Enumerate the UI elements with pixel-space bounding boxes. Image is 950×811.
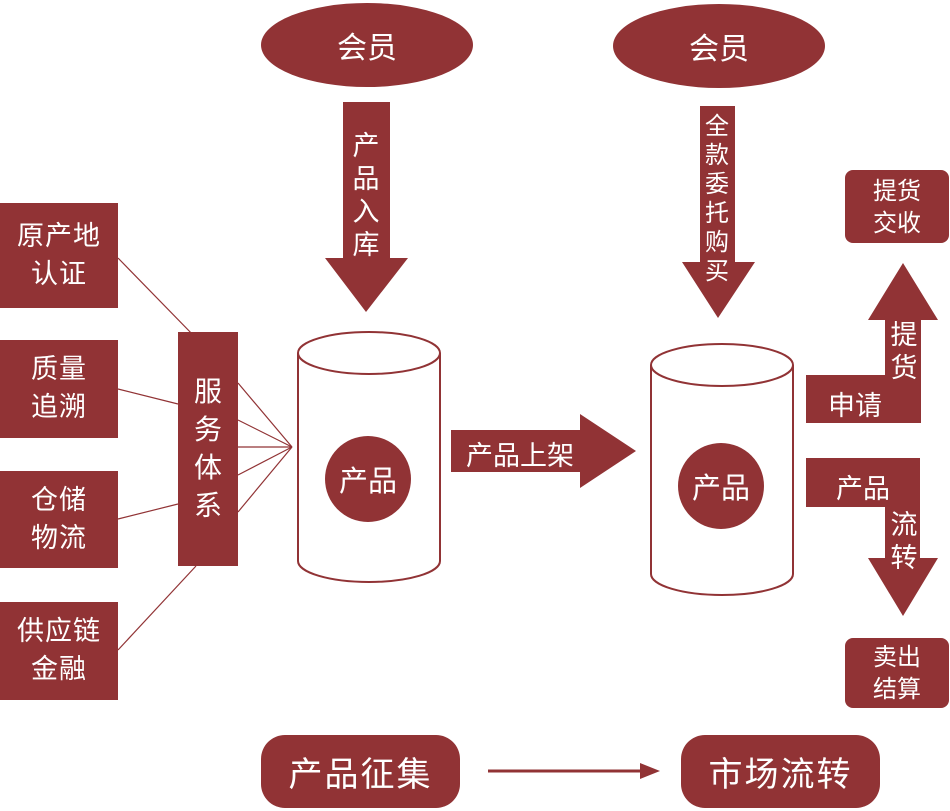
- arrow-bottom-flow: [488, 763, 660, 779]
- label-flow-vertical: 流转: [890, 510, 918, 574]
- member-ellipse-left: 会员: [261, 3, 473, 87]
- member-ellipse-right: 会员: [613, 4, 825, 88]
- market-circulation-label: 市场流转: [708, 755, 853, 795]
- product-circle-right: 产品: [678, 443, 764, 529]
- connector-line-quality: [117, 388, 179, 405]
- label-product-shelf: 产品上架: [466, 441, 574, 472]
- arrow-full-purchase: [682, 106, 755, 318]
- arrow-product-in: [325, 102, 408, 312]
- connector-line-origin: [117, 257, 197, 339]
- quality-line1: 质量: [31, 354, 87, 385]
- box-product-collection: 产品征集: [261, 735, 460, 808]
- sale-line2: 结算: [873, 675, 921, 703]
- label-pickup: 提货: [890, 320, 918, 384]
- product-label-left: 产品: [338, 464, 397, 498]
- box-quality-tracing: 质量 追溯: [0, 340, 118, 438]
- origin-line2: 认证: [31, 258, 87, 290]
- storage-line1: 仓储: [31, 484, 87, 516]
- connector-line-cyl-1: [237, 382, 293, 448]
- box-sale-settlement: 卖出 结算: [845, 638, 949, 708]
- member-label-right: 会员: [689, 32, 749, 67]
- finance-line2: 金融: [31, 654, 87, 685]
- storage-line2: 物流: [31, 522, 87, 554]
- sale-line1: 卖出: [873, 643, 921, 671]
- box-pickup-delivery: 提货 交收: [845, 170, 949, 243]
- connector-line-cyl-5: [237, 446, 293, 513]
- box-origin-certification: 原产地 认证: [0, 203, 118, 308]
- service-system-label: 服务体系: [193, 375, 222, 522]
- label-product-in: 产品入库: [352, 131, 380, 261]
- product-label-right: 产品: [691, 471, 750, 505]
- connector-line-cyl-4: [237, 446, 293, 476]
- label-flow-top: 产品: [836, 474, 890, 505]
- product-circle-left: 产品: [325, 436, 411, 522]
- label-full-purchase: 全款委托购买: [705, 112, 729, 285]
- arrow-product-flow: [806, 458, 938, 616]
- arrow-product-shelf: [451, 414, 636, 488]
- box-storage-logistics: 仓储 物流: [0, 471, 118, 568]
- connector-line-storage: [117, 503, 179, 520]
- box-market-circulation: 市场流转: [681, 735, 880, 808]
- quality-line2: 追溯: [31, 392, 87, 423]
- box-service-system: 服务体系: [178, 332, 238, 566]
- arrow-pickup-apply: [806, 263, 938, 423]
- connector-line-cyl-2: [237, 419, 293, 448]
- member-label-left: 会员: [337, 31, 397, 66]
- label-pickup-apply: 申请: [828, 391, 882, 422]
- pickup-line2: 交收: [873, 208, 921, 237]
- pickup-line1: 提货: [873, 176, 921, 205]
- product-collection-label: 产品征集: [288, 755, 433, 795]
- connector-line-finance: [117, 565, 197, 651]
- box-supply-chain-finance: 供应链 金融: [0, 602, 118, 700]
- origin-line1: 原产地: [17, 220, 101, 252]
- finance-line1: 供应链: [17, 616, 101, 647]
